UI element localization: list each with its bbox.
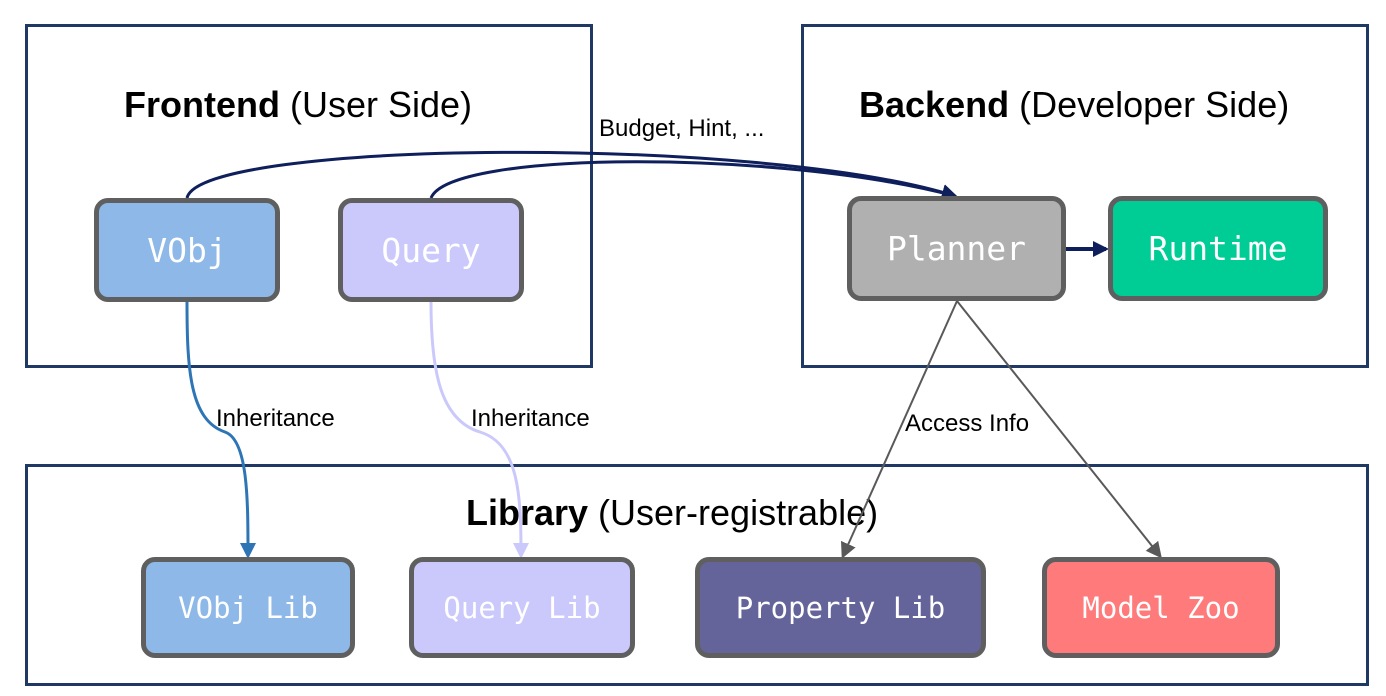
backend-title-rest: (Developer Side) [1009, 84, 1290, 125]
library-title-bold: Library [466, 492, 589, 533]
vobj-node: VObj [94, 198, 280, 302]
library-title: Library (User-registrable) [466, 492, 878, 534]
runtime-node: Runtime [1108, 196, 1328, 301]
vobj-lib-node: VObj Lib [141, 557, 355, 658]
planner-node: Planner [847, 196, 1066, 301]
library-title-rest: (User-registrable) [588, 492, 879, 533]
query-node: Query [338, 198, 524, 302]
frontend-title-rest: (User Side) [279, 84, 473, 125]
backend-title: Backend (Developer Side) [859, 84, 1289, 126]
edge-label-budget-hint: Budget, Hint, ... [599, 115, 765, 142]
edge-label-inheritance-vobj: Inheritance [216, 405, 335, 432]
query-lib-node: Query Lib [409, 557, 635, 658]
edge-label-inheritance-query: Inheritance [471, 405, 590, 432]
model-zoo-node: Model Zoo [1042, 557, 1280, 658]
edge-label-access-info: Access Info [905, 410, 1030, 437]
property-lib-node: Property Lib [695, 557, 986, 658]
backend-title-bold: Backend [859, 84, 1010, 125]
frontend-title-bold: Frontend [124, 84, 280, 125]
frontend-panel [25, 24, 593, 368]
frontend-title: Frontend (User Side) [124, 84, 472, 126]
